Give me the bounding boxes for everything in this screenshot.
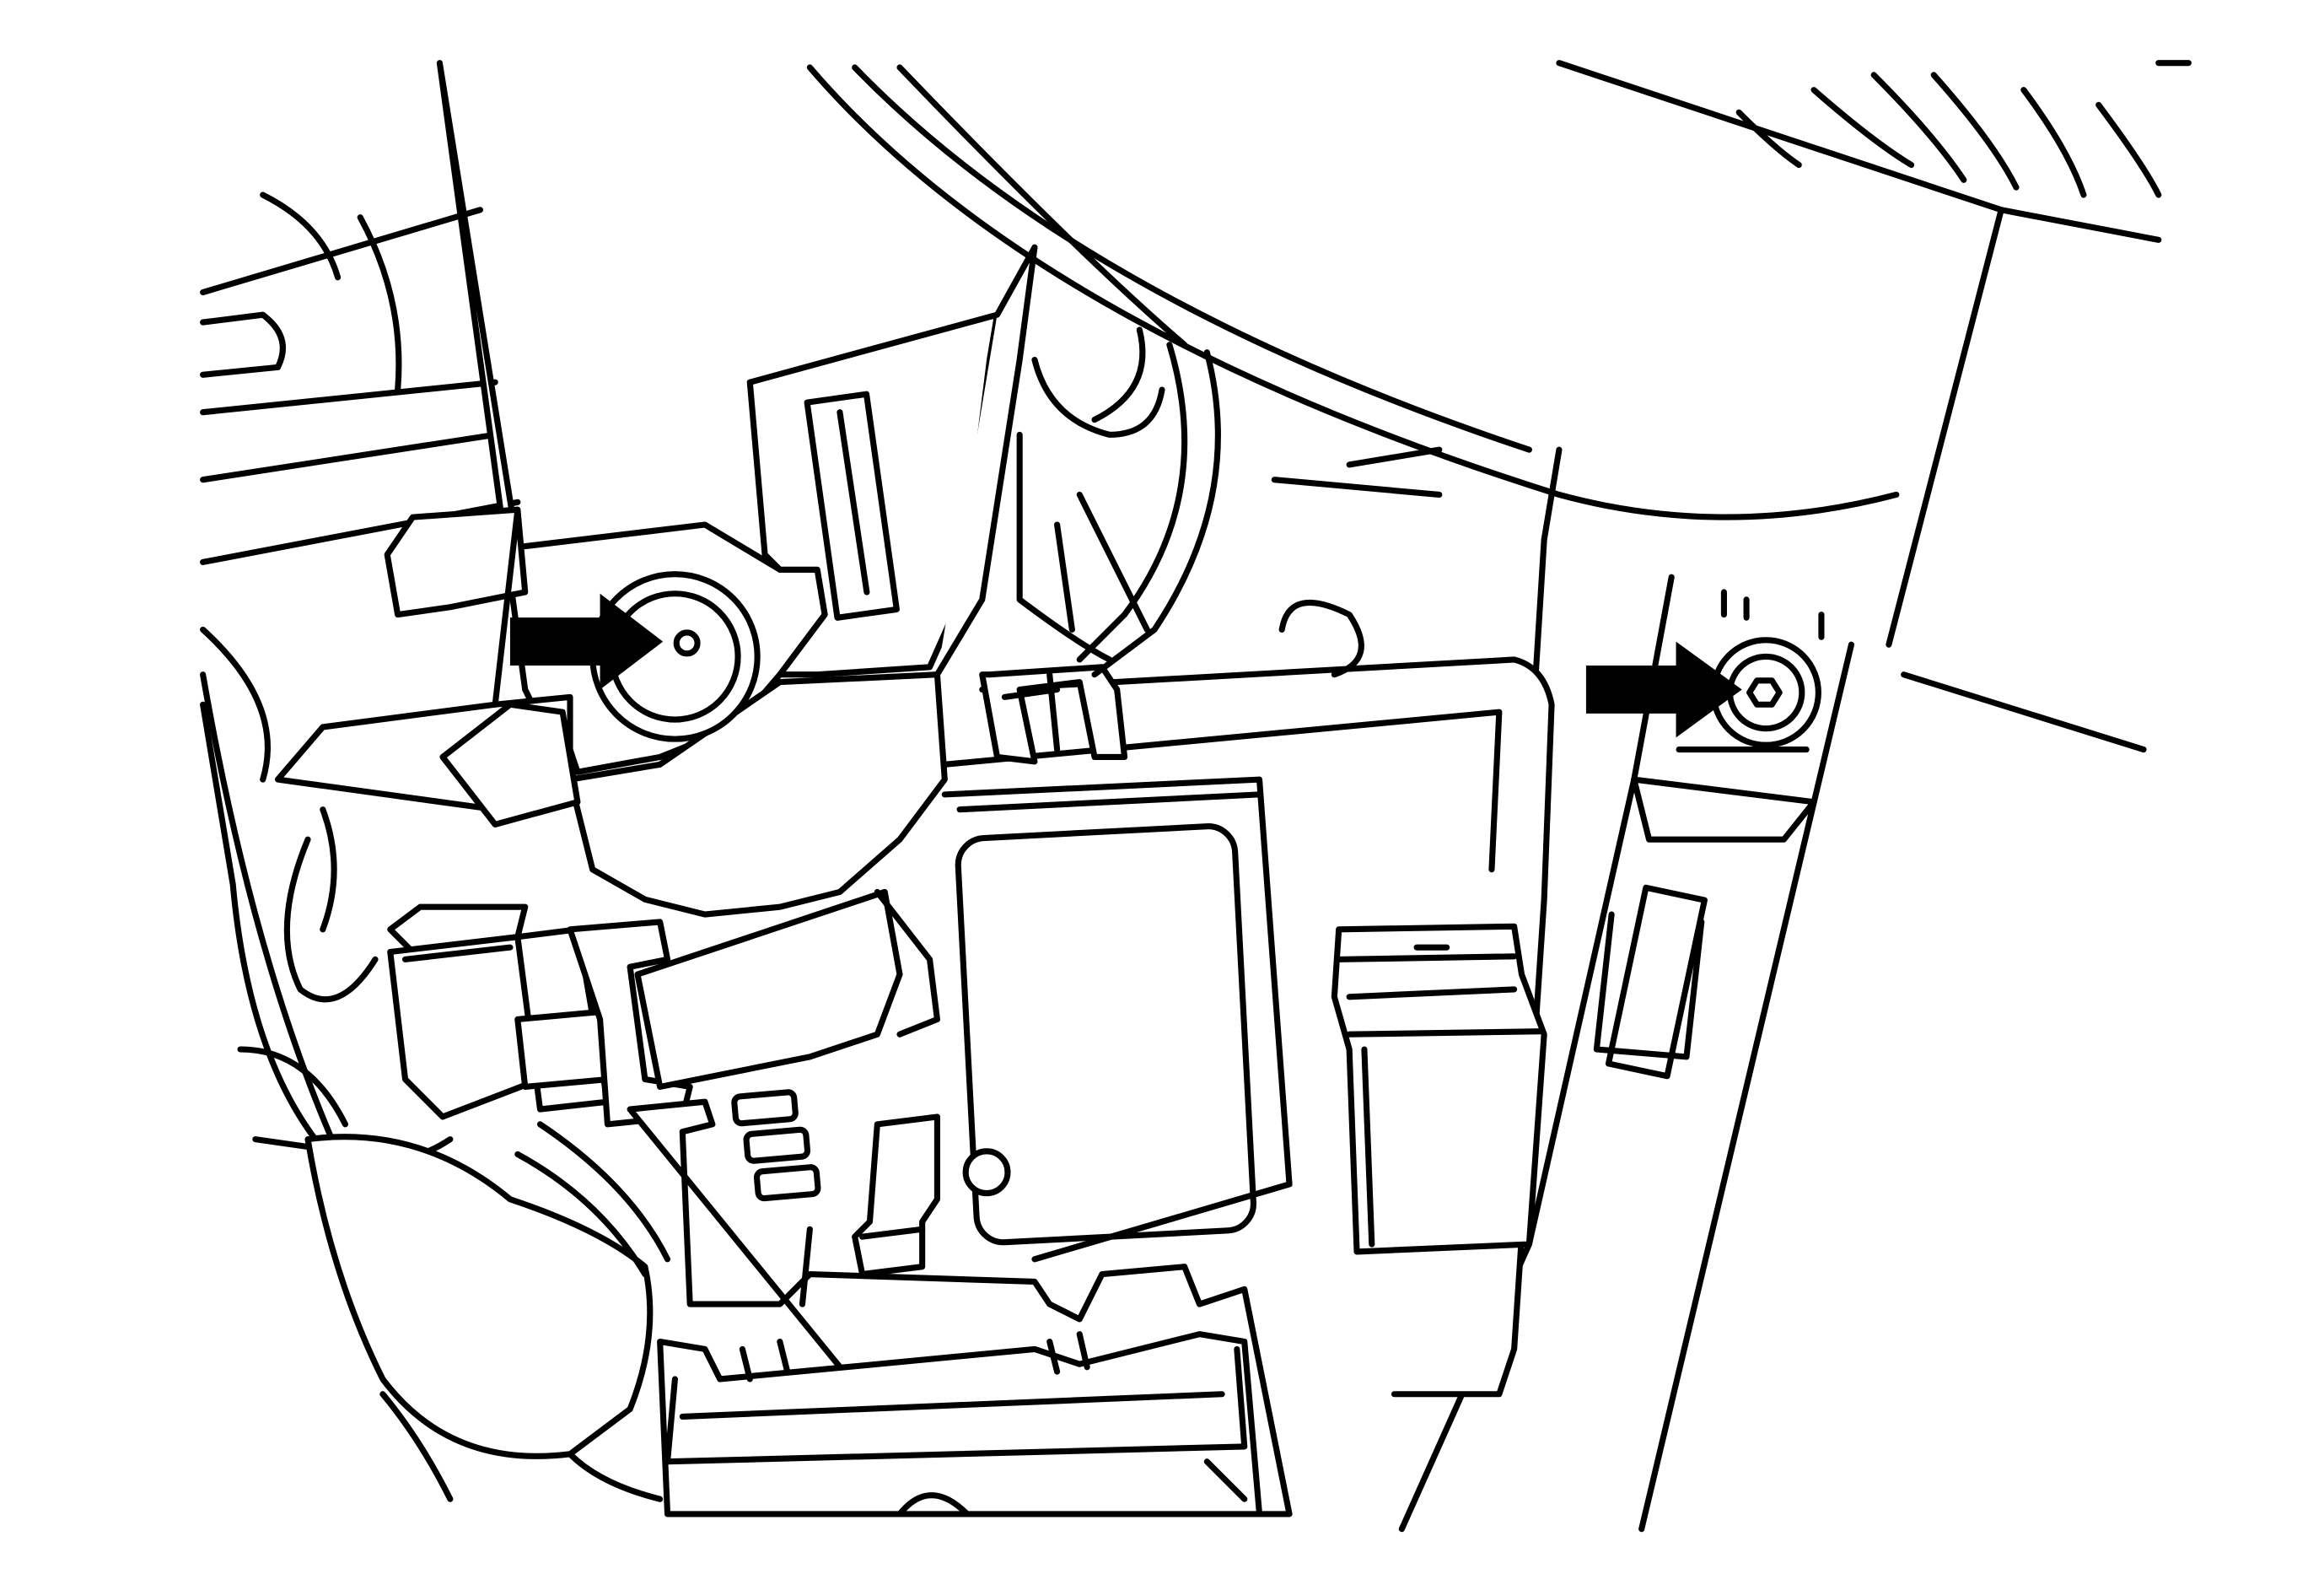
screw-hole	[673, 629, 701, 657]
arrow-right-icon	[1585, 641, 1742, 738]
bottom-connector	[657, 1331, 1263, 1517]
lower-left-trim	[200, 626, 671, 1502]
left-fastener-callout	[509, 593, 664, 690]
arrow-right-icon	[509, 593, 664, 690]
module-connector-right	[1331, 923, 1547, 1255]
right-trim-panel	[1556, 60, 2192, 753]
left-connector	[387, 888, 940, 1128]
dash-arc	[806, 64, 1900, 520]
hex-bolt	[1746, 677, 1783, 708]
upper-left-trim	[200, 191, 521, 565]
right-fastener-callout	[1585, 641, 1742, 738]
screw-boss	[589, 571, 761, 742]
left-block	[274, 506, 581, 827]
module-clip	[979, 664, 1128, 765]
wire-harness	[1016, 326, 1443, 678]
